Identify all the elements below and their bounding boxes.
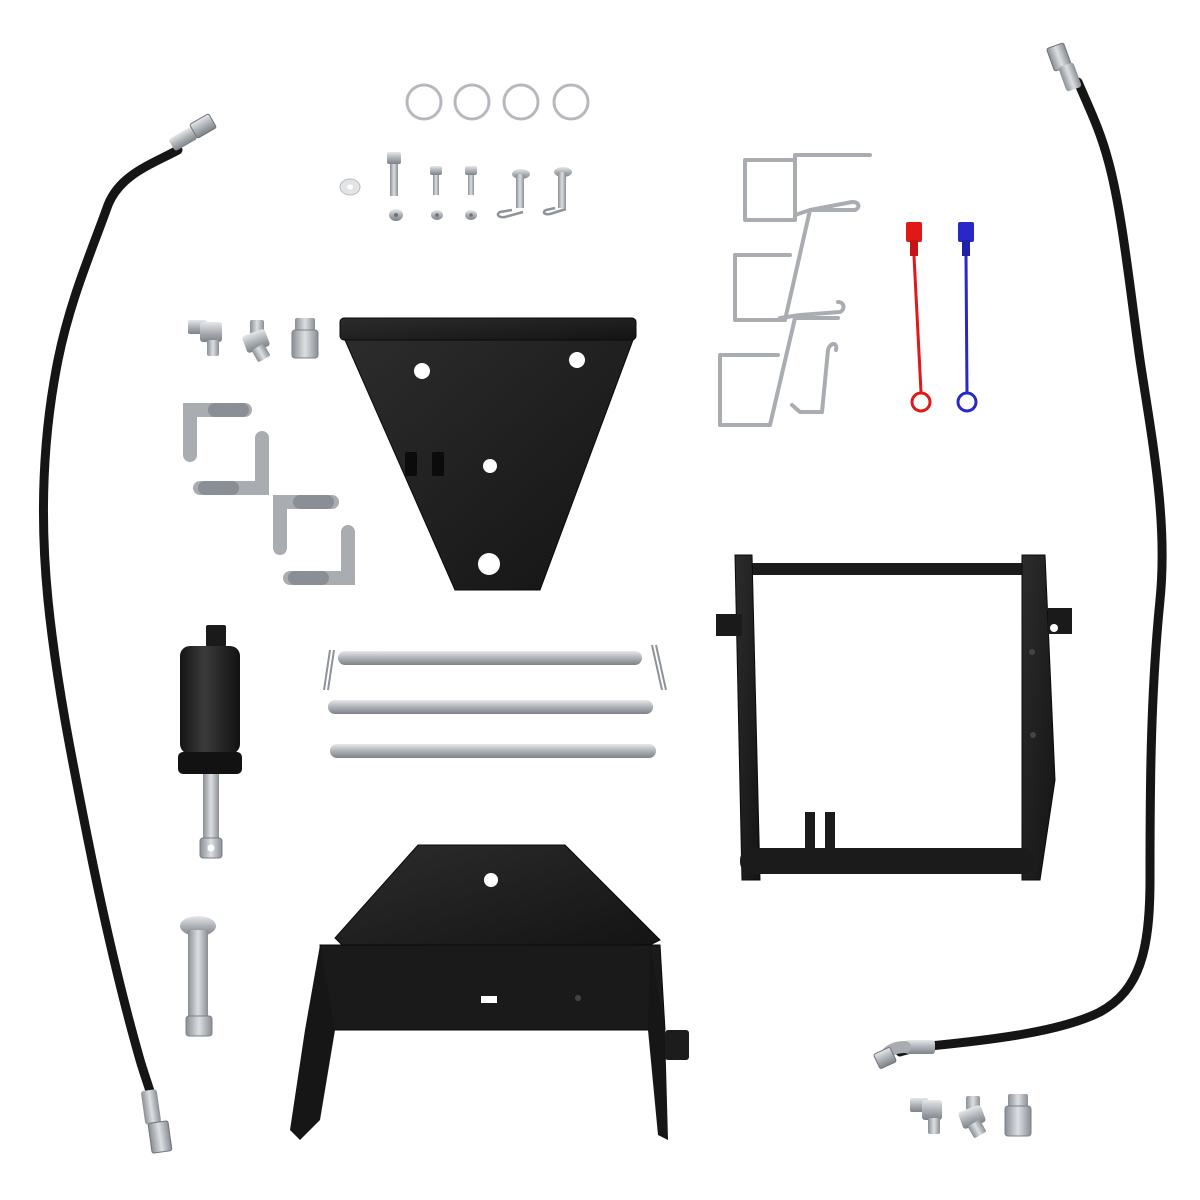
cotter-pin-icon	[651, 644, 667, 691]
o-ring-icon	[405, 83, 443, 121]
o-ring-icon	[453, 83, 491, 121]
elbow-fitting-icon	[188, 320, 222, 356]
u-bolt-set	[183, 403, 355, 585]
u-bolt-icon	[273, 495, 355, 585]
fitting-set-top	[188, 318, 319, 362]
fitting-set-bottom	[910, 1094, 1032, 1138]
wire-clip-icon	[743, 153, 872, 222]
mounting-plate-icon	[339, 317, 637, 591]
nut-icon	[465, 210, 477, 220]
o-ring-icon	[502, 83, 540, 121]
o-ring-set-icon	[405, 83, 590, 121]
washer-icon	[339, 178, 361, 196]
u-bolt-icon	[183, 403, 269, 495]
tee-fitting-icon	[958, 1096, 986, 1138]
frame-icon	[716, 554, 1072, 881]
rod-icon	[338, 651, 642, 665]
nut-icon	[389, 209, 403, 221]
bolt-icon	[465, 166, 477, 195]
right-hose-top-fitting-icon	[1046, 42, 1082, 92]
pivot-pin-icon	[180, 916, 216, 1037]
rod-icon	[328, 700, 653, 714]
bolt-icon	[387, 152, 401, 196]
wire-clip-set	[718, 153, 872, 427]
blue-dust-cap-icon	[956, 222, 978, 413]
elbow-fitting-icon	[910, 1098, 942, 1134]
bucket-bracket-icon	[290, 844, 689, 1140]
lynch-pin-icon	[496, 169, 530, 219]
tee-fitting-icon	[242, 320, 270, 362]
lynch-pin-icon	[542, 167, 572, 216]
cotter-pin-icon	[323, 649, 335, 691]
wire-clip-icon	[718, 316, 840, 427]
o-ring-icon	[552, 83, 590, 121]
red-dust-cap-icon	[906, 222, 932, 413]
bolt-icon	[430, 166, 442, 195]
right-hydraulic-hose-icon	[873, 42, 1167, 1069]
rod-set	[323, 644, 667, 758]
straight-fitting-icon	[1004, 1094, 1032, 1137]
hydraulic-cylinder-icon	[178, 625, 242, 859]
rod-icon	[330, 744, 656, 758]
left-hose-bottom-fitting-icon	[141, 1089, 173, 1154]
nut-icon	[431, 210, 443, 220]
left-hose-top-fitting-icon	[169, 113, 217, 151]
straight-fitting-icon	[291, 318, 319, 359]
small-hardware-set	[339, 152, 572, 221]
wire-clip-icon	[733, 200, 854, 322]
left-hydraulic-hose-icon	[38, 113, 217, 1154]
right-hose-bottom-fitting-icon	[873, 1040, 935, 1069]
